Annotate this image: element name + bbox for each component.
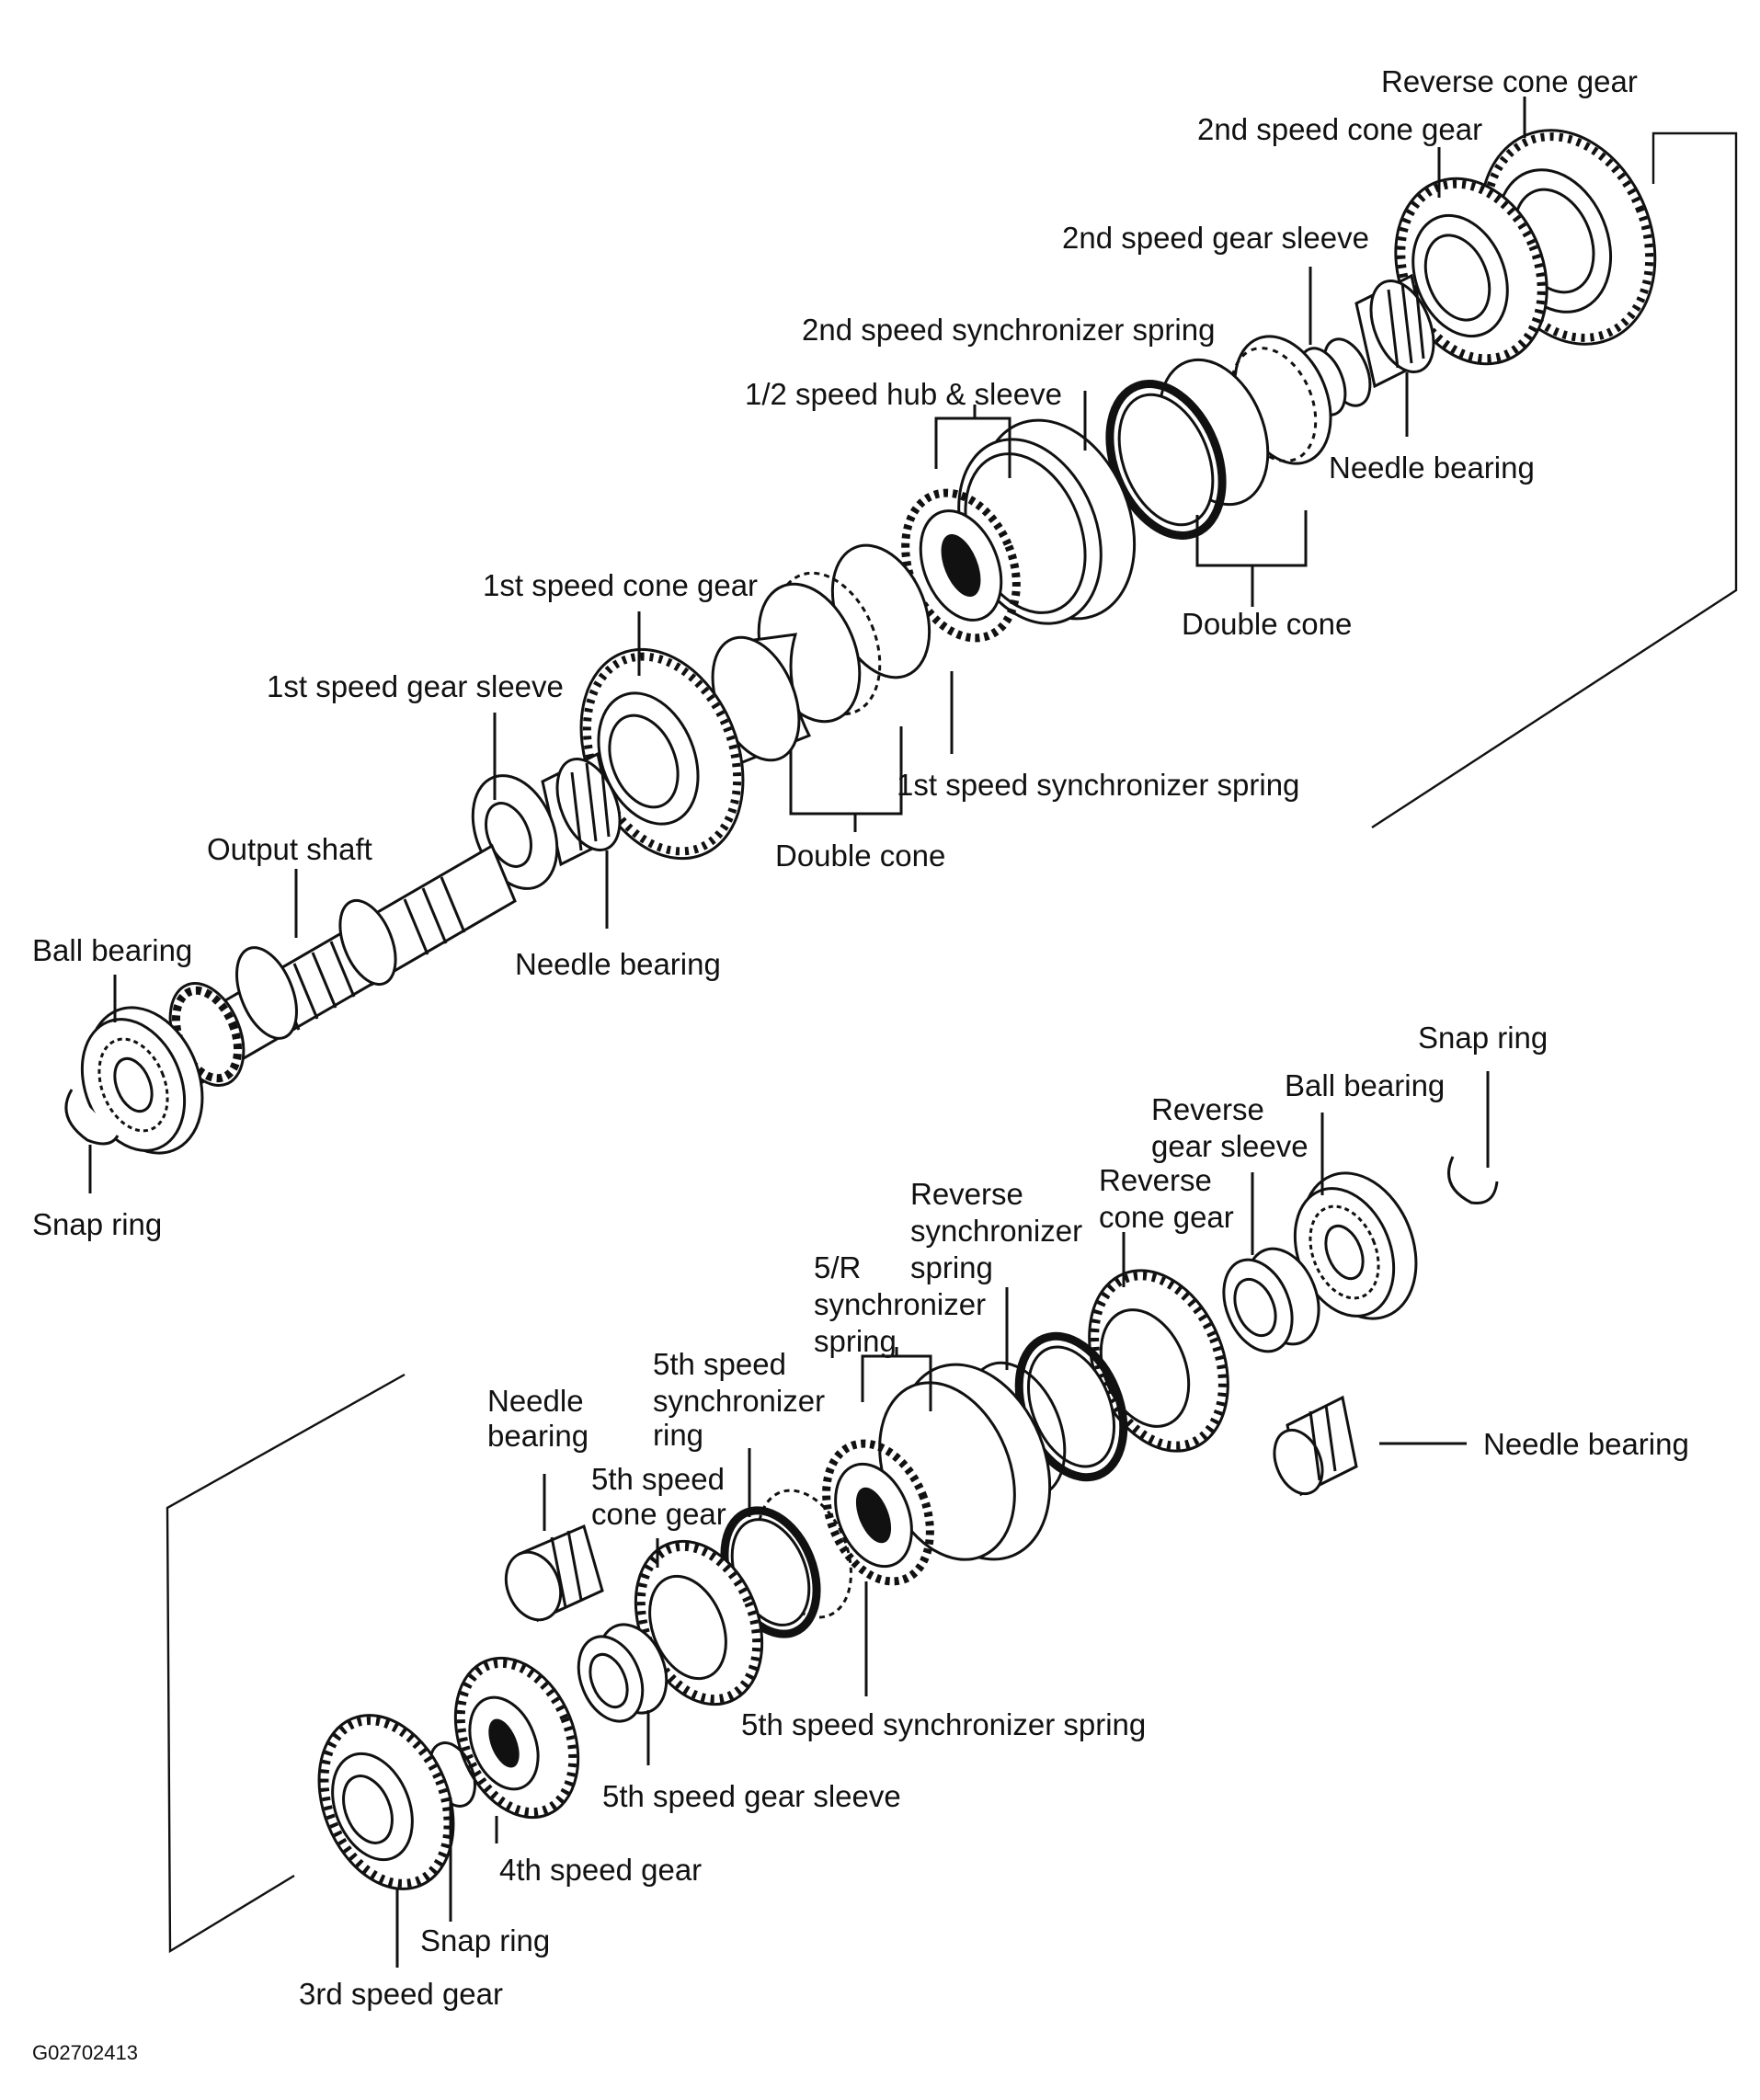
label-fifth-gear-sleeve: 5th speed gear sleeve [602, 1779, 901, 1813]
label-fifth-sync-spring: 5th speed synchronizer spring [741, 1707, 1146, 1741]
label-first-speed-gear-sleeve: 1st speed gear sleeve [267, 669, 564, 703]
one-two-hub-sleeve-part [901, 418, 1137, 643]
label-fifth-cone-gear-line2: cone gear [591, 1497, 726, 1531]
label-output-shaft: Output shaft [207, 832, 372, 866]
upper-assembly [64, 97, 1738, 1193]
label-five-r-sync-spring-line2: synchronizer [814, 1287, 986, 1321]
label-double-cone-right: Double cone [1182, 607, 1352, 641]
label-ball-bearing-upper: Ball bearing [32, 933, 192, 967]
label-one-two-speed-hub-sleeve: 1/2 speed hub & sleeve [745, 377, 1062, 411]
figure-code: G02702413 [32, 2041, 138, 2064]
first-speed-cone-gear-part [579, 647, 745, 861]
double-cone-right-part [1105, 335, 1332, 540]
label-needle-bearing-lower-left-line1: Needle [487, 1384, 584, 1418]
upper-labels: Reverse cone gear 2nd speed cone gear 2n… [32, 64, 1638, 1241]
label-fifth-cone-gear-line1: 5th speed [591, 1462, 725, 1496]
label-reverse-cone-gear-line1: Reverse [1099, 1163, 1212, 1197]
label-needle-bearing-lower-right: Needle bearing [1483, 1427, 1689, 1461]
label-fifth-sync-ring-line3: ring [653, 1418, 703, 1452]
upper-frame [1371, 131, 1738, 829]
label-fifth-sync-ring-line2: synchronizer [653, 1384, 825, 1418]
label-needle-bearing-lower-left-line2: bearing [487, 1419, 589, 1453]
label-reverse-sync-spring-line2: synchronizer [910, 1214, 1082, 1248]
label-first-speed-synchronizer-spring: 1st speed synchronizer spring [897, 768, 1299, 802]
label-first-speed-cone-gear: 1st speed cone gear [483, 568, 758, 602]
fifth-speed-cone-gear-part [634, 1539, 764, 1706]
reverse-gear-sleeve-part [1222, 1247, 1320, 1353]
upper-leader-lines [88, 97, 1526, 1193]
lower-frame [166, 1373, 406, 1954]
fourth-speed-gear-part [453, 1656, 580, 1820]
label-reverse-sync-spring-line3: spring [910, 1250, 993, 1284]
needle-bearing-upper-left-part [541, 751, 622, 867]
label-snap-ring-lower-right: Snap ring [1418, 1021, 1548, 1055]
label-five-r-sync-spring-line1: 5/R [814, 1250, 861, 1284]
label-reverse-sync-spring-line1: Reverse [910, 1177, 1023, 1211]
lower-assembly [166, 1071, 1499, 1968]
output-shaft-part [168, 843, 517, 1088]
second-speed-cone-gear-part [1394, 177, 1549, 366]
label-second-speed-gear-sleeve: 2nd speed gear sleeve [1062, 221, 1369, 255]
needle-bearing-lower-left-part [504, 1524, 604, 1623]
label-needle-bearing-upper-left: Needle bearing [515, 947, 721, 981]
needle-bearing-upper-right-part [1354, 273, 1435, 389]
lower-leader-lines [395, 1071, 1490, 1968]
label-fourth-speed-gear: 4th speed gear [499, 1853, 702, 1887]
snap-ring-upper-part [64, 1089, 120, 1146]
label-reverse-cone-gear-line2: cone gear [1099, 1200, 1234, 1234]
lower-labels: Snap ring Ball bearing Reverse gear slee… [299, 1021, 1689, 2011]
label-snap-ring-upper: Snap ring [32, 1207, 162, 1241]
third-speed-gear-part [317, 1714, 455, 1890]
label-second-speed-synchronizer-spring: 2nd speed synchronizer spring [802, 313, 1215, 347]
label-reverse-gear-sleeve-line2: gear sleeve [1151, 1129, 1309, 1163]
label-reverse-gear-sleeve-line1: Reverse [1151, 1092, 1264, 1126]
label-fifth-sync-ring-line1: 5th speed [653, 1347, 786, 1381]
five-r-hub-sleeve-part [822, 1363, 1052, 1586]
needle-bearing-lower-right-part [1273, 1395, 1358, 1497]
fifth-speed-gear-sleeve-part [577, 1623, 669, 1723]
label-double-cone-left: Double cone [775, 839, 945, 873]
ball-bearing-upper-part [80, 1006, 204, 1155]
label-snap-ring-lower-left: Snap ring [420, 1923, 550, 1957]
label-five-r-sync-spring-line3: spring [814, 1324, 897, 1358]
label-third-speed-gear: 3rd speed gear [299, 1977, 503, 2011]
label-second-speed-cone-gear: 2nd speed cone gear [1197, 112, 1482, 146]
ball-bearing-lower-part [1293, 1171, 1418, 1320]
label-reverse-cone-gear: Reverse cone gear [1381, 64, 1638, 98]
label-needle-bearing-upper-right: Needle bearing [1329, 451, 1535, 485]
snap-ring-lower-right-part [1447, 1156, 1499, 1205]
label-ball-bearing-lower: Ball bearing [1285, 1068, 1445, 1102]
